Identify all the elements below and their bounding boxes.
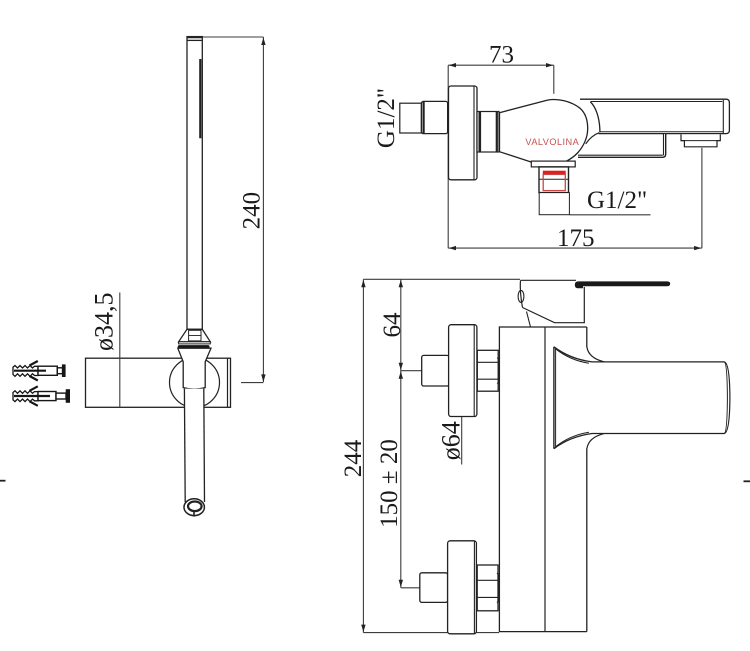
- svg-text:64: 64: [379, 312, 406, 338]
- svg-text:VALVOLINA: VALVOLINA: [525, 137, 579, 147]
- svg-text:G1/2": G1/2": [373, 88, 400, 148]
- svg-text:G1/2": G1/2": [587, 187, 647, 214]
- svg-text:ø64: ø64: [436, 421, 465, 460]
- svg-text:ø34,5: ø34,5: [89, 292, 118, 351]
- svg-text:240: 240: [238, 192, 265, 230]
- svg-text:73: 73: [489, 42, 514, 69]
- svg-text:150 ± 20: 150 ± 20: [376, 439, 403, 528]
- svg-text:244: 244: [340, 439, 367, 477]
- svg-text:175: 175: [557, 225, 595, 252]
